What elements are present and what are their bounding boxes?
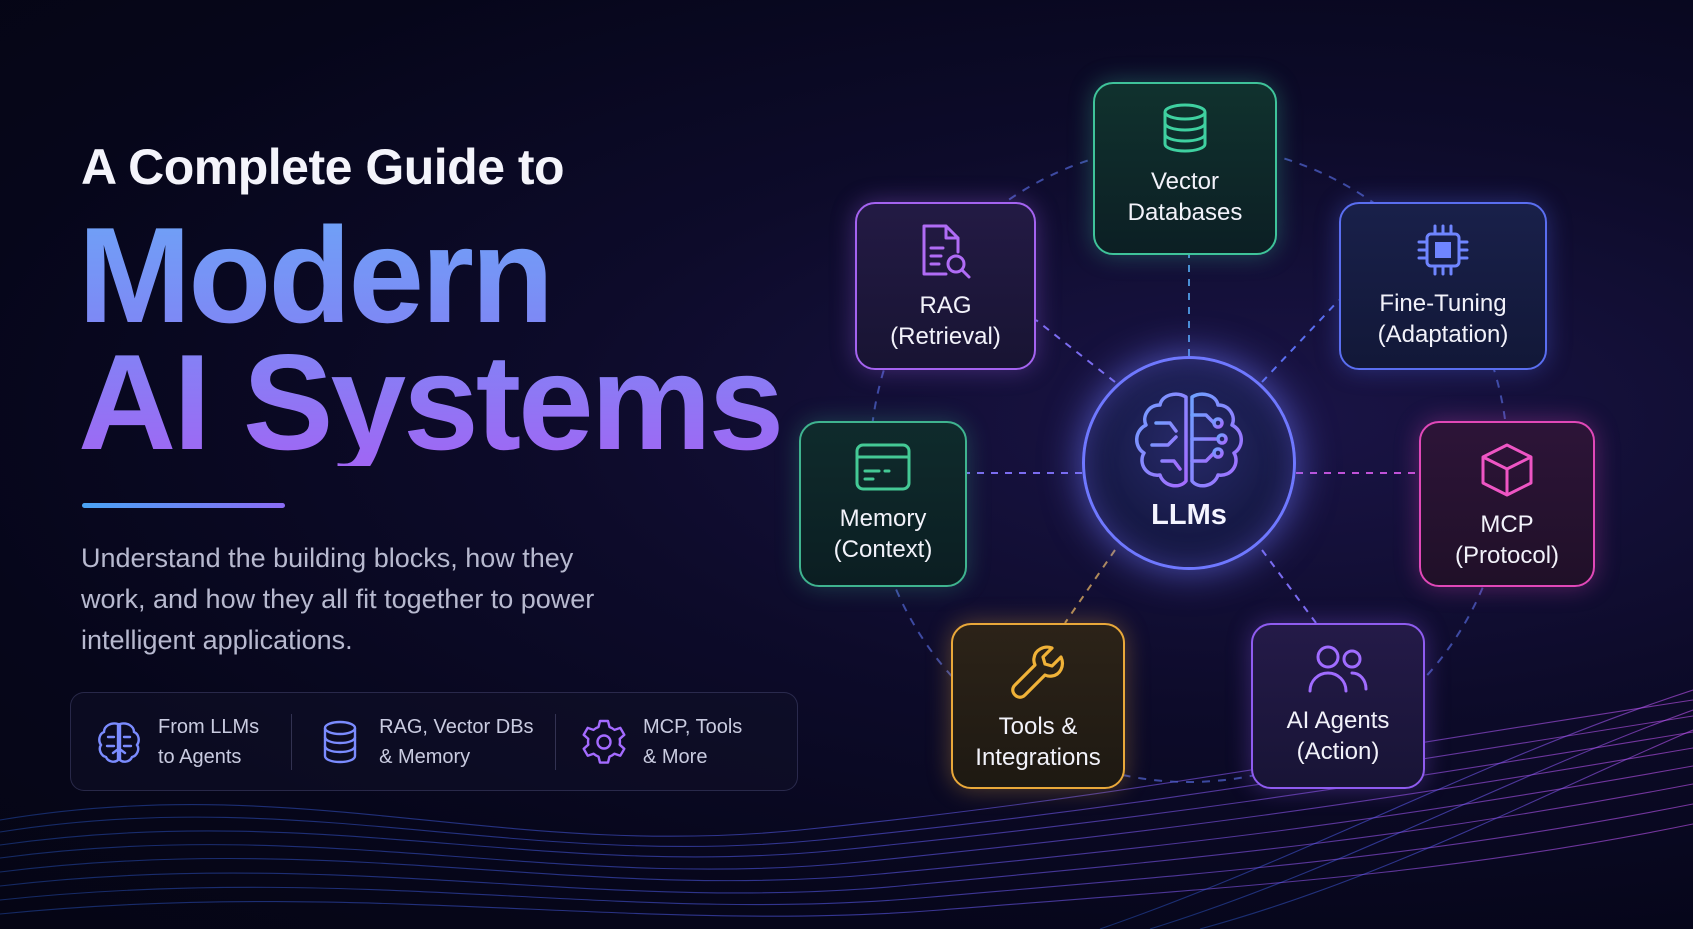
connector-rag [1035,319,1116,383]
node-fine-tuning: Fine-Tuning (Adaptation) [1339,202,1547,370]
connector-tools [1064,549,1116,624]
brain-icon [98,721,140,763]
gear-icon [582,719,626,764]
cube-icon [1481,443,1533,497]
brain-circuit-icon [1135,392,1243,488]
node-label-vector: Vector Databases [1127,168,1243,226]
feature-3-line-1: MCP, Tools [642,715,743,738]
node-tools: Tools & Integrations [951,623,1125,789]
hub-label: LLMs [1151,499,1227,531]
document-search-icon [922,224,970,279]
database-icon [1163,103,1207,153]
chip-icon [1417,224,1469,276]
node-rag: RAG (Retrieval) [855,202,1036,370]
hub-llms: LLMs [1082,356,1296,570]
node-mcp: MCP (Protocol) [1419,421,1595,587]
node-label-agents: AI Agents (Action) [1286,707,1390,765]
description: Understand the building blocks, how they… [81,543,595,655]
card-icon [855,443,911,491]
node-label-rag: RAG (Retrieval) [890,292,1001,350]
node-agents: AI Agents (Action) [1251,623,1425,789]
node-label-fine: Fine-Tuning (Adaptation) [1377,290,1509,348]
node-vector-databases: Vector Databases [1093,82,1277,255]
connector-fine [1261,299,1340,383]
features-bar: From LLMs to Agents RAG, Vector DBs & Memo… [70,692,798,791]
feature-mcp-tools: MCP, Tools & More [554,713,797,770]
feature-3-line-2: & More [642,745,708,768]
feature-2-line-1: RAG, Vector DBs [379,715,534,738]
title-underline [82,503,285,508]
users-icon [1308,645,1368,693]
node-label-memory: Memory (Context) [833,505,933,563]
wrench-icon [1011,645,1064,699]
feature-rag-memory: RAG, Vector DBs & Memory [291,713,555,770]
node-label-tools: Tools & Integrations [975,713,1101,771]
node-label-mcp: MCP (Protocol) [1454,511,1560,569]
guide-kicker: A Complete Guide to [81,139,565,195]
feature-1-line-2: to Agents [158,745,242,768]
feature-2-line-2: & Memory [379,745,471,768]
feature-llms-agents: From LLMs to Agents [71,693,291,790]
connector-agents [1261,549,1317,624]
database-icon [323,720,357,763]
feature-1-line-1: From LLMs [158,715,260,738]
node-memory: Memory (Context) [799,421,967,587]
